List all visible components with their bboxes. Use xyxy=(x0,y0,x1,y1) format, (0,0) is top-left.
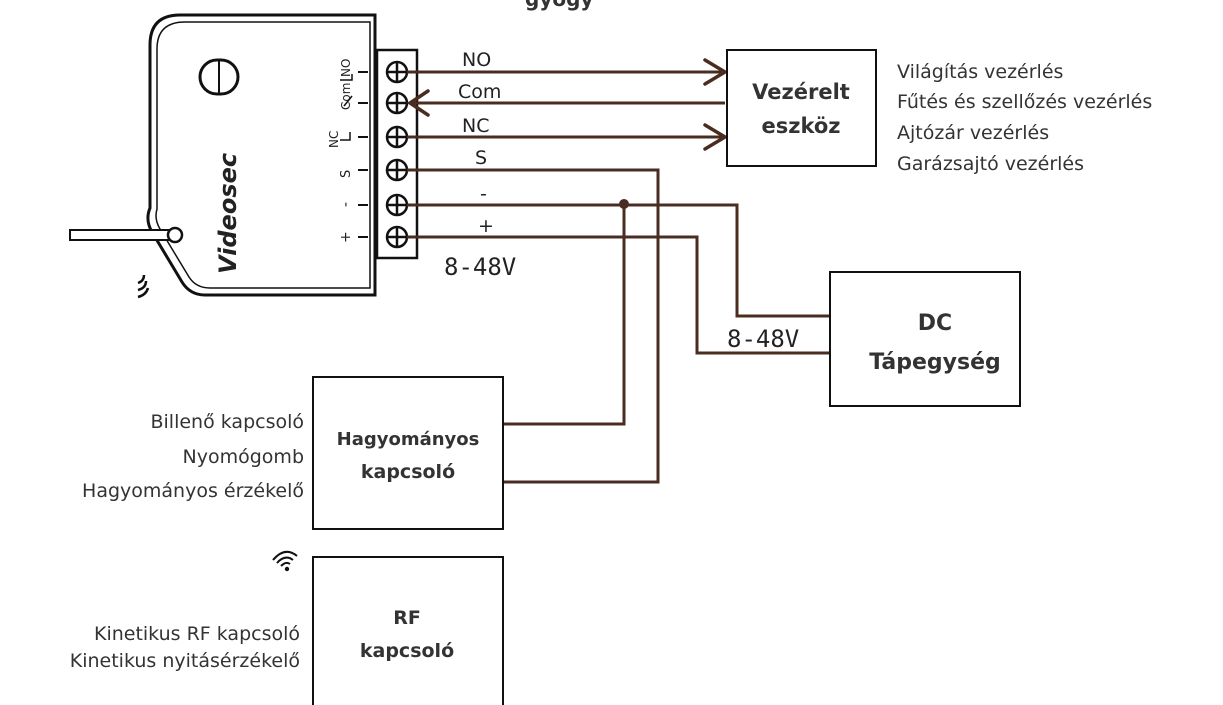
wire-label-com: Com xyxy=(458,81,501,103)
traditional-switch-box: Hagyományos kapcsoló xyxy=(312,376,504,530)
arrow-icon xyxy=(406,58,729,151)
terminal-code-nc: NC xyxy=(327,131,341,148)
power-supply-title-1: DC xyxy=(918,311,952,336)
wire-label-plus: + xyxy=(478,215,494,237)
traditional-switch-examples: Billenő kapcsoló Nyomógomb Hagyományos é… xyxy=(82,411,304,502)
wires xyxy=(407,70,830,484)
terminal-code-s: S xyxy=(339,170,354,178)
dc-power-supply-box: DC Tápegység xyxy=(829,271,1021,407)
wire-label-minus: - xyxy=(480,183,487,205)
example-item: Kinetikus nyitásérzékelő xyxy=(70,650,300,672)
controlled-device-box: Vezérelt eszköz xyxy=(726,49,877,167)
controlled-device-uses: Világítás vezérlés Fűtés és szellőzés ve… xyxy=(897,61,1152,175)
terminal-code-plus: + xyxy=(338,231,354,243)
relay-contact-icon xyxy=(340,74,353,141)
terminal-code-com: Com xyxy=(339,83,353,110)
terminal-code-no: NO xyxy=(339,59,353,77)
controlled-device-title-1: Vezérelt xyxy=(752,80,850,104)
traditional-switch-title-2: kapcsoló xyxy=(361,461,455,483)
traditional-switch-title-1: Hagyományos xyxy=(337,429,480,450)
voltage-label-supply: 8-48V xyxy=(727,325,799,353)
wire-label-s: S xyxy=(475,147,487,169)
rf-switch-examples: Kinetikus RF kapcsoló Kinetikus nyitásér… xyxy=(70,623,300,672)
terminal-code-minus: - xyxy=(338,202,354,207)
button-opening-icon xyxy=(198,58,240,96)
junction-dot xyxy=(619,199,629,209)
wire-label-no: NO xyxy=(462,49,491,71)
power-supply-title-2: Tápegység xyxy=(869,350,1001,375)
wire-label-nc: NC xyxy=(462,115,489,137)
wifi-signal-icon xyxy=(272,550,298,572)
use-item: Ajtózár vezérlés xyxy=(897,122,1049,144)
use-item: Garázsajtó vezérlés xyxy=(897,153,1084,175)
use-item: Fűtés és szellőzés vezérlés xyxy=(897,91,1152,113)
antenna-icon xyxy=(69,226,184,244)
example-item: Hagyományos érzékelő xyxy=(82,480,304,502)
relay-module: Videosec xyxy=(146,13,419,297)
top-caption-partial: gyogy xyxy=(525,0,593,11)
wireless-signal-icon xyxy=(137,274,150,299)
use-item: Világítás vezérlés xyxy=(897,61,1063,83)
rf-switch-title-2: kapcsoló xyxy=(360,640,454,662)
terminal-block xyxy=(375,48,419,260)
controlled-device-title-2: eszköz xyxy=(761,114,840,138)
rf-switch-title-1: RF xyxy=(393,607,421,629)
example-item: Kinetikus RF kapcsoló xyxy=(94,623,300,645)
example-item: Nyomógomb xyxy=(183,446,304,468)
rf-switch-box: RF kapcsoló xyxy=(312,556,504,705)
voltage-label-device: 8-48V xyxy=(444,253,516,281)
example-item: Billenő kapcsoló xyxy=(150,411,304,433)
brand-label: Videosec xyxy=(214,153,242,274)
